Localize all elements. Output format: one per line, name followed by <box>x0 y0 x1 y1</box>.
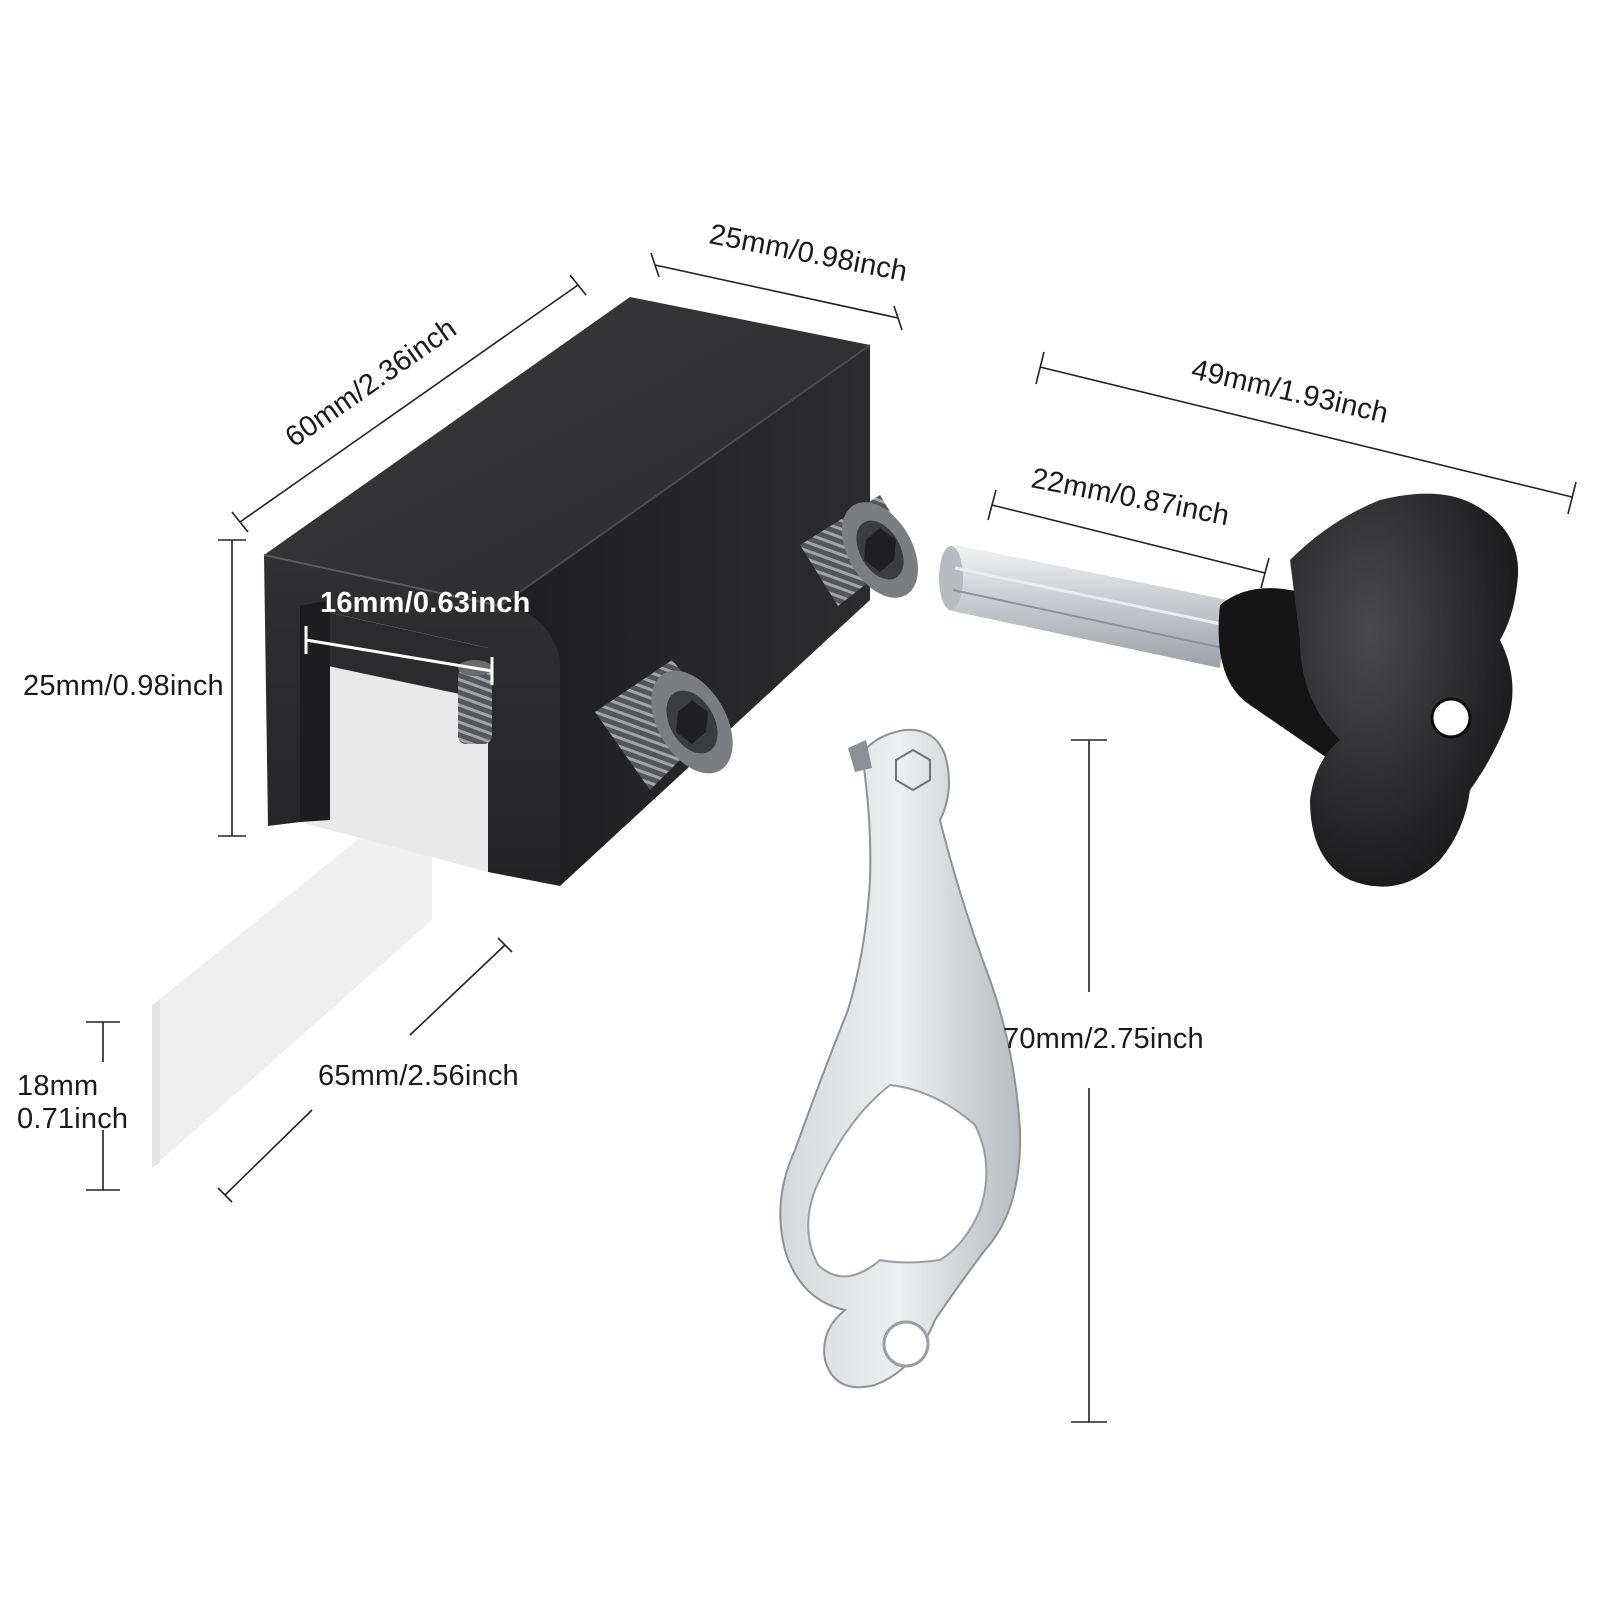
flat-wrench <box>779 728 1022 1389</box>
hex-screw-icon <box>800 495 918 606</box>
lock-body <box>263 297 871 886</box>
dim-lock-height-label: 25mm/0.98inch <box>23 670 224 702</box>
hex-key-icon <box>939 493 1519 887</box>
dim-key-total-length-label: 49mm/1.93inch <box>1188 354 1391 430</box>
screw-front <box>595 660 733 790</box>
dim-frame-length-label: 65mm/2.56inch <box>318 1060 519 1092</box>
dim-lock-width-label: 25mm/0.98inch <box>707 218 910 288</box>
dim-lock-length-label: 60mm/2.36inch <box>280 312 463 453</box>
window-frame <box>152 780 432 1168</box>
screw-inner <box>458 660 492 744</box>
flat-wrench-icon <box>779 728 1022 1389</box>
hex-screw-icon <box>595 660 733 790</box>
dim-frame-length: 65mm/2.56inch <box>217 937 519 1203</box>
dim-lock-height: 25mm/0.98inch <box>23 539 246 837</box>
screw-top <box>800 495 918 606</box>
dim-frame-thickness-mm-label: 18mm <box>17 1070 98 1102</box>
dim-frame-thickness-inch-label: 0.71inch <box>17 1103 128 1135</box>
dim-wrench-length-label: 70mm/2.75inch <box>1003 1023 1204 1055</box>
hex-key <box>939 493 1519 887</box>
hex-screw-icon <box>458 660 492 744</box>
dim-slot-width: 16mm/0.63inch <box>304 587 531 685</box>
dim-frame-thickness: 18mm 0.71inch <box>17 1021 128 1191</box>
dim-slot-width-label: 16mm/0.63inch <box>320 587 531 619</box>
dim-wrench-length: 70mm/2.75inch <box>1003 739 1204 1423</box>
